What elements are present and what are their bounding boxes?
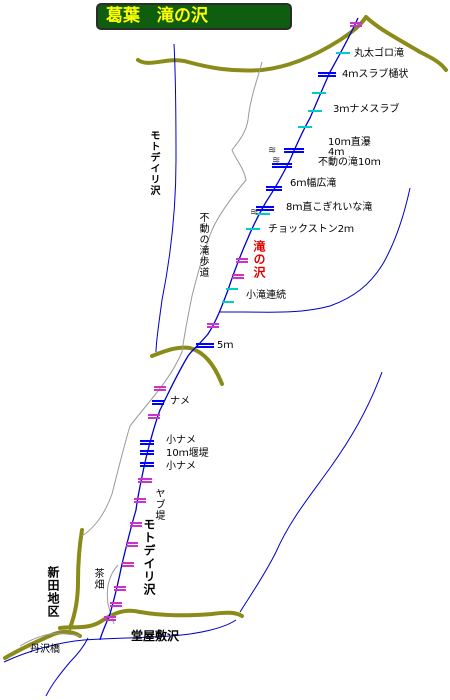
check-dam-marker (122, 562, 134, 567)
label-fudo-path: 不動の滝歩道 (197, 212, 208, 278)
rock-icon: ≋ (250, 207, 259, 218)
ridge-middle (150, 345, 224, 386)
slab-marker (226, 288, 238, 290)
label-kirei-8m: 8ｍ直こぎれいな滝 (286, 202, 373, 213)
label-motoderi-upper: モトデイリ沢 (148, 130, 159, 196)
label-motoderi-lower: モトデイリ沢 (142, 518, 156, 596)
slab-marker (256, 213, 270, 215)
label-doyashiki: 堂屋敷沢 (131, 629, 180, 643)
check-dam-marker (154, 386, 166, 391)
trail (81, 61, 263, 537)
check-dam-marker (236, 258, 248, 263)
check-dam-marker (104, 616, 116, 621)
stream-right-lower (239, 371, 383, 613)
check-dam-marker (134, 498, 146, 503)
label-chockstone: チョックストン2ｍ (268, 224, 355, 235)
waterfall-marker (266, 186, 282, 191)
label-4m: 4ｍ (328, 147, 345, 158)
label-entei-10m: 10ｍ堰堤 (166, 448, 209, 459)
label-chabatake: 茶畑 (92, 568, 103, 590)
slab-marker (246, 228, 260, 230)
slab-marker (336, 52, 350, 54)
waterfall-marker (256, 206, 274, 211)
check-dam-marker (207, 323, 219, 328)
waterfall-marker (140, 450, 154, 455)
slab-marker (222, 301, 234, 303)
label-fudo-10m: 不動の滝10ｍ (318, 157, 381, 168)
label-shinden: 新田地区 (46, 566, 60, 618)
slab-marker (298, 126, 312, 128)
label-ko-name-1: 小ナメ (166, 435, 196, 446)
check-dam-marker (126, 542, 138, 547)
waterfall-marker (318, 72, 336, 77)
stream-motoderi-upper (155, 43, 177, 353)
rock-icon: ≋ (268, 145, 277, 156)
slab-marker (312, 92, 326, 94)
trail-lower (106, 564, 119, 625)
waterfall-marker (284, 148, 304, 153)
label-hirotaki-6m: 6ｍ幅広滝 (290, 178, 337, 189)
trail-bottom (19, 633, 81, 647)
waterfall-marker (152, 400, 164, 405)
label-ko-name-2: 小ナメ (166, 461, 196, 472)
label-name: ナメ (170, 396, 190, 407)
waterfall-marker (196, 343, 214, 348)
label-kotaki: 小滝連続 (246, 290, 286, 301)
label-yabu: ヤブ堤 (153, 488, 164, 521)
check-dam-marker (114, 586, 126, 591)
check-dam-marker (110, 602, 122, 607)
waterfall-marker (140, 440, 154, 445)
check-dam-marker (148, 414, 160, 419)
stream-main (99, 17, 359, 641)
map-title: 葛葉 滝の沢 (96, 3, 292, 30)
label-marutagoro: 丸太ゴロ滝 (354, 48, 404, 59)
ridge-left (68, 528, 84, 630)
label-5m: 5ｍ (217, 340, 234, 351)
stream-outflow (45, 637, 89, 697)
check-dam-marker (130, 522, 142, 527)
label-tanzawa-bridge: 丹沢橋 (30, 644, 60, 655)
label-slab-4m: 4ｍスラブ樋状 (342, 69, 409, 80)
waterfall-marker (272, 163, 292, 168)
stream-right-upper (220, 187, 411, 313)
check-dam-marker (350, 22, 362, 27)
stream-bottom (3, 619, 237, 663)
check-dam-marker (232, 274, 244, 279)
label-takinosawa: 滝の沢 (252, 240, 266, 279)
slab-marker (308, 110, 322, 112)
rock-icon: ≋ (272, 155, 281, 166)
label-name-slab-3m: 3ｍナメスラブ (333, 104, 400, 115)
waterfall-marker (140, 462, 154, 467)
check-dam-marker (138, 478, 152, 483)
label-jikutaki-10m: 10ｍ直瀑 (328, 137, 371, 148)
